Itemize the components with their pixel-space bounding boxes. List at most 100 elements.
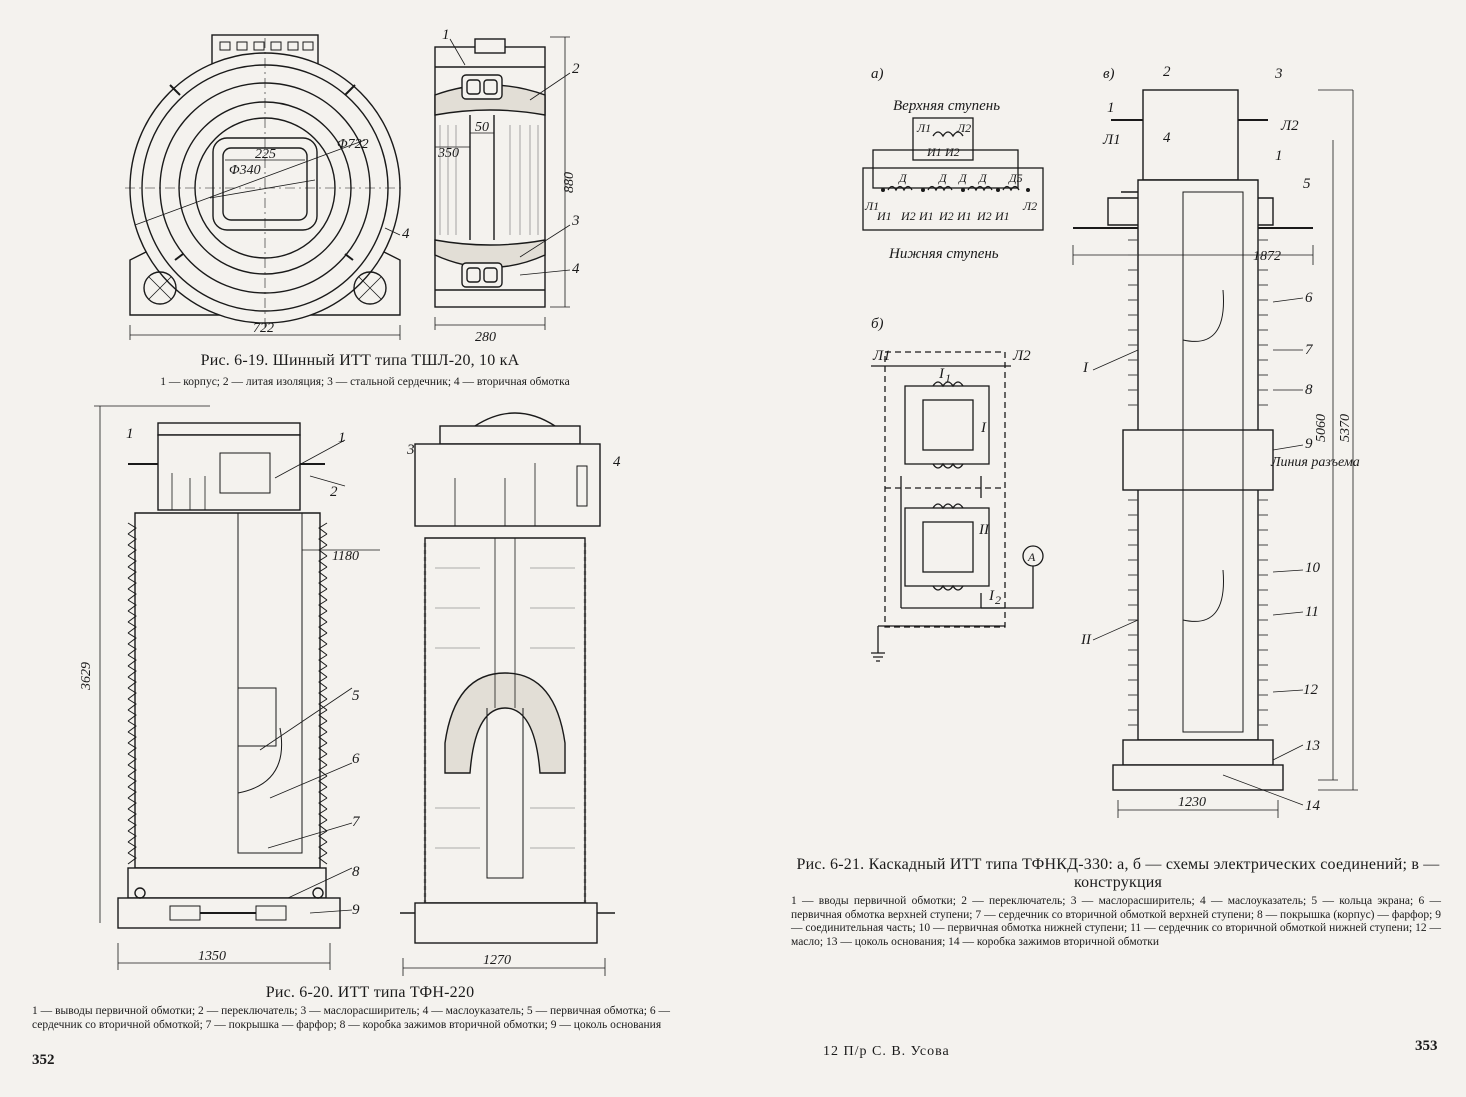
fig-6-19-side-view: 1 2 50 350 880 3 4 280 — [434, 27, 580, 345]
diagram-a-lower-stage: Нижняя ступень — [888, 246, 999, 262]
porcelain-rib — [318, 852, 328, 865]
diagram-v-dim-5060: 5060 — [1314, 414, 1329, 442]
porcelain-rib — [318, 764, 328, 777]
porcelain-rib — [127, 665, 137, 678]
diagram-a-b2: И2 — [900, 209, 916, 223]
diagram-v-num-2: 2 — [1163, 64, 1171, 80]
porcelain-rib — [318, 632, 328, 645]
diagram-a-b5: И1 — [956, 209, 972, 223]
diagram-b-l1: Л1 — [872, 348, 891, 364]
porcelain-rib — [127, 643, 137, 656]
diagram-a-d4: Д — [978, 171, 988, 185]
diagram-a-winding-scheme: а) Верхняя ступень Л1 Л2 И1 И2 Д Д Д Д Д… — [862, 66, 1044, 262]
diagram-a-b8: Л2 — [1022, 199, 1037, 213]
porcelain-rib — [318, 830, 328, 843]
porcelain-rib — [127, 544, 137, 557]
label-4-side: 4 — [572, 261, 580, 277]
label-1-side: 1 — [442, 27, 450, 43]
porcelain-rib — [318, 786, 328, 799]
diagram-v-num-4: 4 — [1163, 130, 1171, 146]
label-4: 4 — [613, 454, 621, 470]
diagram-a-b0: Л1 — [864, 199, 879, 213]
porcelain-rib — [127, 830, 137, 843]
porcelain-rib — [318, 775, 328, 788]
porcelain-rib — [318, 654, 328, 667]
porcelain-rib — [127, 764, 137, 777]
porcelain-rib — [318, 643, 328, 656]
porcelain-rib — [127, 654, 137, 667]
label-1270: 1270 — [483, 953, 511, 968]
label-280: 280 — [475, 330, 496, 345]
label-8: 8 — [352, 864, 360, 880]
label-4-front: 4 — [402, 226, 410, 242]
porcelain-rib — [127, 533, 137, 546]
label-50: 50 — [475, 120, 489, 135]
diagram-v-construction: в) 1 Л1 2 3 4 Л2 1 5 1872 6 7 I 8 9 Лини… — [1072, 64, 1360, 818]
diagram-b-circuit: б) Л1 Л2 I 1 I II A I 2 — [871, 316, 1044, 662]
right-page: а) Верхняя ступень Л1 Л2 И1 И2 Д Д Д Д Д… — [733, 0, 1466, 1097]
diagram-a-d1: Д — [898, 171, 908, 185]
diagram-v-num-14: 14 — [1305, 798, 1321, 814]
label-2: 2 — [330, 484, 338, 500]
diagram-v-num-1-left: 1 — [1107, 100, 1115, 116]
diagram-v-roman-ii: II — [1080, 632, 1092, 648]
porcelain-rib — [318, 588, 328, 601]
diagram-a-d2: Д — [938, 171, 948, 185]
diagram-a-b4: И2 — [938, 209, 954, 223]
label-1-right: 1 — [338, 430, 346, 446]
porcelain-rib — [318, 753, 328, 766]
diagram-b-l2: Л2 — [1012, 348, 1031, 364]
caption-fig-6-20: Рис. 6-20. ИТТ типа ТФН-220 — [265, 984, 475, 1001]
label-225: 225 — [255, 147, 276, 162]
porcelain-rib — [318, 610, 328, 623]
label-1180: 1180 — [332, 549, 359, 564]
porcelain-rib — [127, 621, 137, 634]
diagram-a-top-i2: И2 — [944, 145, 960, 159]
diagram-v-num-7: 7 — [1305, 342, 1314, 358]
label-1350: 1350 — [198, 949, 226, 964]
porcelain-rib — [318, 665, 328, 678]
porcelain-rib — [318, 819, 328, 832]
page-footer-signature: 12 П/р С. В. Усова — [823, 1044, 950, 1059]
porcelain-rib — [318, 555, 328, 568]
legend-fig-6-21: 1 — вводы первичной обмотки; 2 — переклю… — [791, 895, 1441, 948]
fig-6-20-section-view: 3 4 1270 — [400, 412, 621, 976]
diagram-a-d3: Д — [958, 171, 968, 185]
porcelain-rib — [127, 676, 137, 689]
porcelain-rib — [318, 599, 328, 612]
porcelain-rib — [318, 797, 328, 810]
diagram-a-b1: И1 — [876, 209, 892, 223]
porcelain-rib — [127, 742, 137, 755]
porcelain-rib — [318, 698, 328, 711]
porcelain-rib — [127, 566, 137, 579]
porcelain-rib — [127, 687, 137, 700]
diagram-v-dim-5370: 5370 — [1338, 414, 1353, 442]
diagram-a-top-l2: Л2 — [956, 121, 971, 135]
label-9: 9 — [352, 902, 360, 918]
porcelain-rib — [318, 676, 328, 689]
diagram-v-split-line: Линия разъема — [1270, 455, 1360, 470]
porcelain-rib — [127, 577, 137, 590]
legend-fig-6-19: 1 — корпус; 2 — литая изоляция; 3 — стал… — [160, 376, 570, 388]
diagram-b-i1: I — [938, 366, 945, 382]
porcelain-rib — [318, 720, 328, 733]
diagram-v-dim-1230: 1230 — [1178, 795, 1206, 810]
porcelain-rib — [318, 621, 328, 634]
diagram-v-num-3: 3 — [1274, 66, 1283, 82]
diagram-v-num-11: 11 — [1305, 604, 1319, 620]
porcelain-rib — [318, 841, 328, 854]
label-3: 3 — [406, 442, 415, 458]
porcelain-rib — [127, 522, 137, 535]
label-880: 880 — [562, 172, 577, 193]
porcelain-rib — [318, 808, 328, 821]
porcelain-rib — [127, 786, 137, 799]
porcelain-rib — [127, 797, 137, 810]
label-3629: 3629 — [79, 662, 94, 691]
diagram-v-num-12: 12 — [1303, 682, 1319, 698]
porcelain-rib — [127, 588, 137, 601]
porcelain-rib — [127, 698, 137, 711]
label-1-left: 1 — [126, 426, 134, 442]
left-page: Φ722 225 Φ340 4 722 1 2 50 — [32, 27, 670, 1068]
porcelain-rib — [127, 720, 137, 733]
label-7: 7 — [352, 814, 361, 830]
